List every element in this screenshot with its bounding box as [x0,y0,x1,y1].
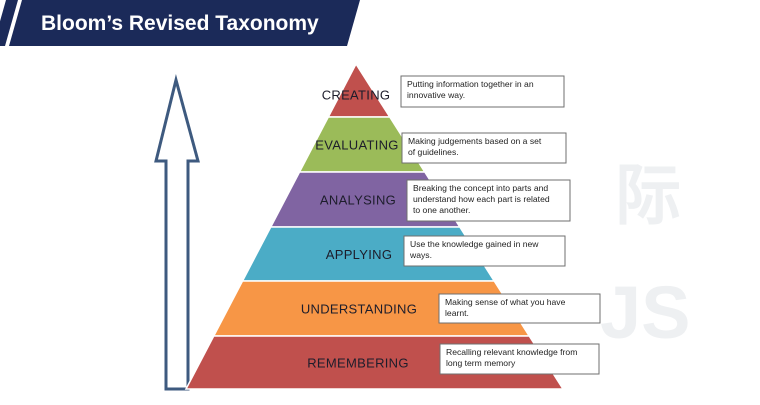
description-line: long term memory [446,358,516,368]
description-line: ways. [409,250,432,260]
description-box-remembering [439,343,600,375]
description-box-understanding [438,293,601,324]
description-box-evaluating [401,132,567,164]
description-line: Recalling relevant knowledge from [446,347,577,357]
description-line: Use the knowledge gained in new [410,239,539,249]
banner-background [9,0,360,46]
tier-label-creating: CREATING [322,88,391,103]
description-line: learnt. [445,308,469,318]
page-title: Bloom’s Revised Taxonomy [41,12,319,35]
description-boxes: Putting information together in aninnova… [400,75,601,375]
description-analysing: Breaking the concept into parts andunder… [406,179,571,222]
watermark-glyph: 际 [615,158,681,232]
description-box-applying [403,235,566,267]
description-line: Breaking the concept into parts and [413,183,548,193]
upward-arrow-icon [154,74,200,391]
description-line: innovative way. [407,90,465,100]
tier-label-remembering: REMEMBERING [307,356,409,371]
description-line: of guidelines. [408,147,459,157]
description-line: to one another. [413,205,470,215]
description-line: Putting information together in an [407,79,534,89]
description-box-creating [400,75,565,108]
watermark-letters: JS [600,271,691,354]
description-line: Making judgements based on a set [408,136,542,146]
description-box-analysing [406,179,571,222]
description-line: Making sense of what you have [445,297,566,307]
watermark: 际 JS [600,158,691,354]
tier-label-applying: APPLYING [326,247,392,262]
banner-stripe-left [0,0,18,46]
pyramid: CREATING EVALUATING ANALYSING APPLYING UNDER… [184,62,565,390]
tier-label-evaluating: EVALUATING [315,138,398,153]
title-banner: Bloom’s Revised Taxonomy [0,0,360,46]
tier-label-analysing: ANALYSING [320,193,396,208]
description-creating: Putting information together in aninnova… [400,75,565,108]
description-line: understand how each part is related [413,194,550,204]
tier-label-understanding: UNDERSTANDING [301,302,417,317]
